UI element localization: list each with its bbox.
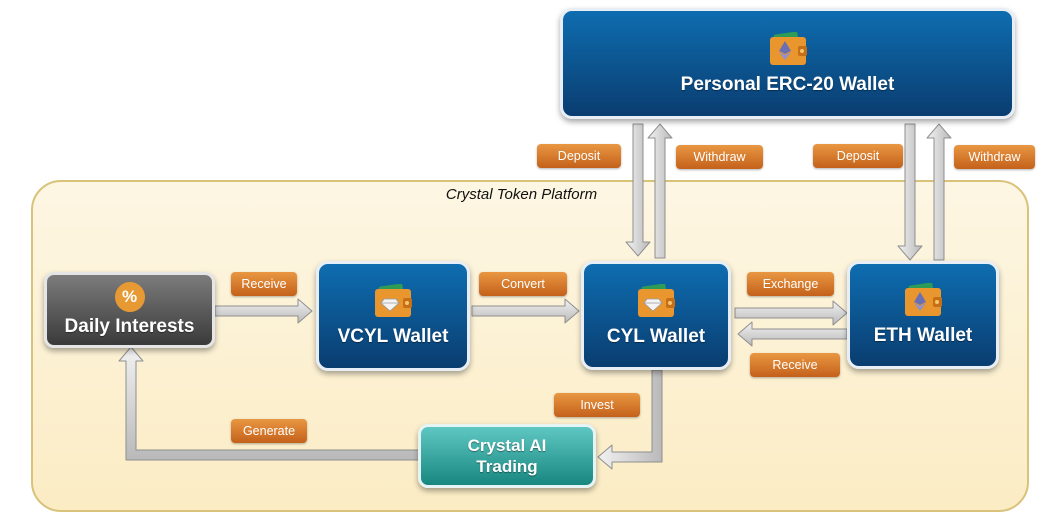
tag-deposit-eth: Deposit xyxy=(813,144,903,168)
arrow-generate xyxy=(118,346,421,461)
tag-deposit-cyl: Deposit xyxy=(537,144,621,168)
vcyl-wallet-label: VCYL Wallet xyxy=(337,326,449,347)
vcyl-wallet-box: VCYL Wallet xyxy=(316,261,470,371)
personal-erc20-wallet-box: Personal ERC-20 Wallet xyxy=(560,8,1015,119)
eth-wallet-label: ETH Wallet xyxy=(873,325,973,346)
tag-receive-interest: Receive xyxy=(231,272,297,296)
tag-withdraw-eth: Withdraw xyxy=(954,145,1035,169)
ethereum-wallet-icon xyxy=(905,283,942,316)
ethereum-wallet-icon xyxy=(769,31,807,65)
arrow-convert xyxy=(471,298,580,324)
arrow-receive-interest xyxy=(214,298,313,324)
ai-trading-label-line1: Crystal AI xyxy=(467,436,547,455)
daily-interests-label: Daily Interests xyxy=(64,316,195,337)
daily-interests-box: % Daily Interests xyxy=(44,272,215,348)
arrow-exchange xyxy=(734,300,848,326)
tag-receive-eth: Receive xyxy=(750,353,840,377)
tag-convert: Convert xyxy=(479,272,567,296)
arrow-withdraw-cyl xyxy=(647,123,673,259)
personal-wallet-label: Personal ERC-20 Wallet xyxy=(680,73,895,95)
arrow-withdraw-eth xyxy=(926,123,952,261)
eth-wallet-box: ETH Wallet xyxy=(847,261,999,369)
diamond-wallet-icon xyxy=(638,283,675,317)
cyl-wallet-label: CYL Wallet xyxy=(606,325,706,347)
tag-withdraw-cyl: Withdraw xyxy=(676,145,763,169)
crystal-ai-trading-box: Crystal AI Trading xyxy=(418,424,596,488)
tag-generate: Generate xyxy=(231,419,307,443)
ai-trading-label-line2: Trading xyxy=(476,457,538,476)
arrow-deposit-cyl xyxy=(625,123,651,257)
arrow-receive-eth xyxy=(737,321,848,347)
percent-icon: % xyxy=(114,282,145,312)
tag-invest: Invest xyxy=(554,393,640,417)
arrow-deposit-eth xyxy=(897,123,923,261)
platform-title: Crystal Token Platform xyxy=(445,186,598,203)
arrow-invest xyxy=(597,369,663,470)
diamond-wallet-icon xyxy=(375,284,412,317)
cyl-wallet-box: CYL Wallet xyxy=(581,261,731,370)
tag-exchange: Exchange xyxy=(747,272,834,296)
